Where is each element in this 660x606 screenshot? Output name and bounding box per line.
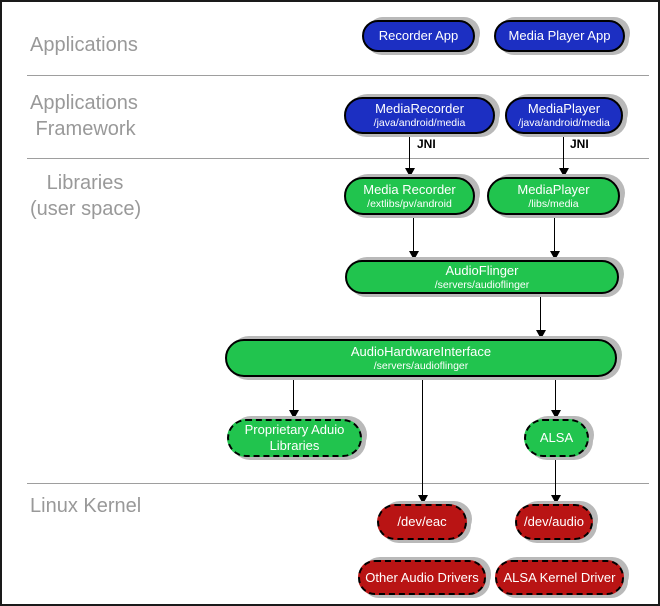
node-mediaplayer-framework: MediaPlayer /java/android/media	[505, 97, 623, 134]
node-alsa-kernel-driver: ALSA Kernel Driver	[495, 560, 624, 595]
connector-mediaplayer-jni-line	[563, 134, 564, 169]
divider-libraries-kernel	[27, 483, 649, 484]
node-audiohardwareinterface: AudioHardwareInterface /servers/audiofli…	[225, 339, 617, 377]
jni-label-right: JNI	[570, 137, 589, 151]
node-recorder-app: Recorder App	[362, 20, 475, 52]
connector-ahi-dev-eac	[422, 377, 423, 496]
divider-applications-framework	[27, 75, 649, 76]
node-other-audio-drivers: Other Audio Drivers	[358, 560, 486, 595]
layer-label-applications-framework: Applications Framework	[30, 92, 138, 140]
layer-label-applications: Applications	[30, 34, 138, 56]
connector-mediaplayer-audioflinger	[554, 215, 555, 252]
connector-mediarecorder-jni-line	[409, 134, 410, 169]
connector-ahi-alsa	[555, 377, 556, 411]
connector-ahi-proprietary	[293, 377, 294, 411]
arrow-down-icon	[536, 330, 546, 339]
connector-mediarecorder-audioflinger	[413, 215, 414, 252]
node-dev-eac: /dev/eac	[377, 504, 467, 540]
layer-label-linux-kernel: Linux Kernel	[30, 495, 142, 517]
connector-audioflinger-ahi	[540, 294, 541, 331]
arrow-down-icon	[405, 168, 415, 177]
arrow-down-icon	[551, 495, 561, 504]
arrow-down-icon	[418, 495, 428, 504]
connector-alsa-dev-audio	[555, 457, 556, 496]
node-mediarecorder-framework: MediaRecorder /java/android/media	[344, 97, 495, 134]
arrow-down-icon	[289, 410, 299, 419]
node-media-player-app: Media Player App	[494, 20, 625, 52]
node-audioflinger: AudioFlinger /servers/audioflinger	[345, 260, 619, 294]
arrow-down-icon	[559, 168, 569, 177]
node-mediaplayer-lib: MediaPlayer /libs/media	[487, 177, 620, 215]
node-dev-audio: /dev/audio	[515, 504, 593, 540]
jni-label-left: JNI	[417, 137, 436, 151]
layer-label-libraries-user-space: Libraries (user space)	[30, 172, 142, 220]
arrow-down-icon	[551, 410, 561, 419]
divider-framework-libraries	[27, 158, 649, 159]
arrow-down-icon	[409, 251, 419, 260]
node-proprietary-audio-libraries: Proprietary Aduio Libraries	[227, 419, 362, 457]
arrow-down-icon	[550, 251, 560, 260]
node-media-recorder-lib: Media Recorder /extlibs/pv/android	[344, 177, 475, 215]
node-alsa: ALSA	[524, 419, 589, 457]
